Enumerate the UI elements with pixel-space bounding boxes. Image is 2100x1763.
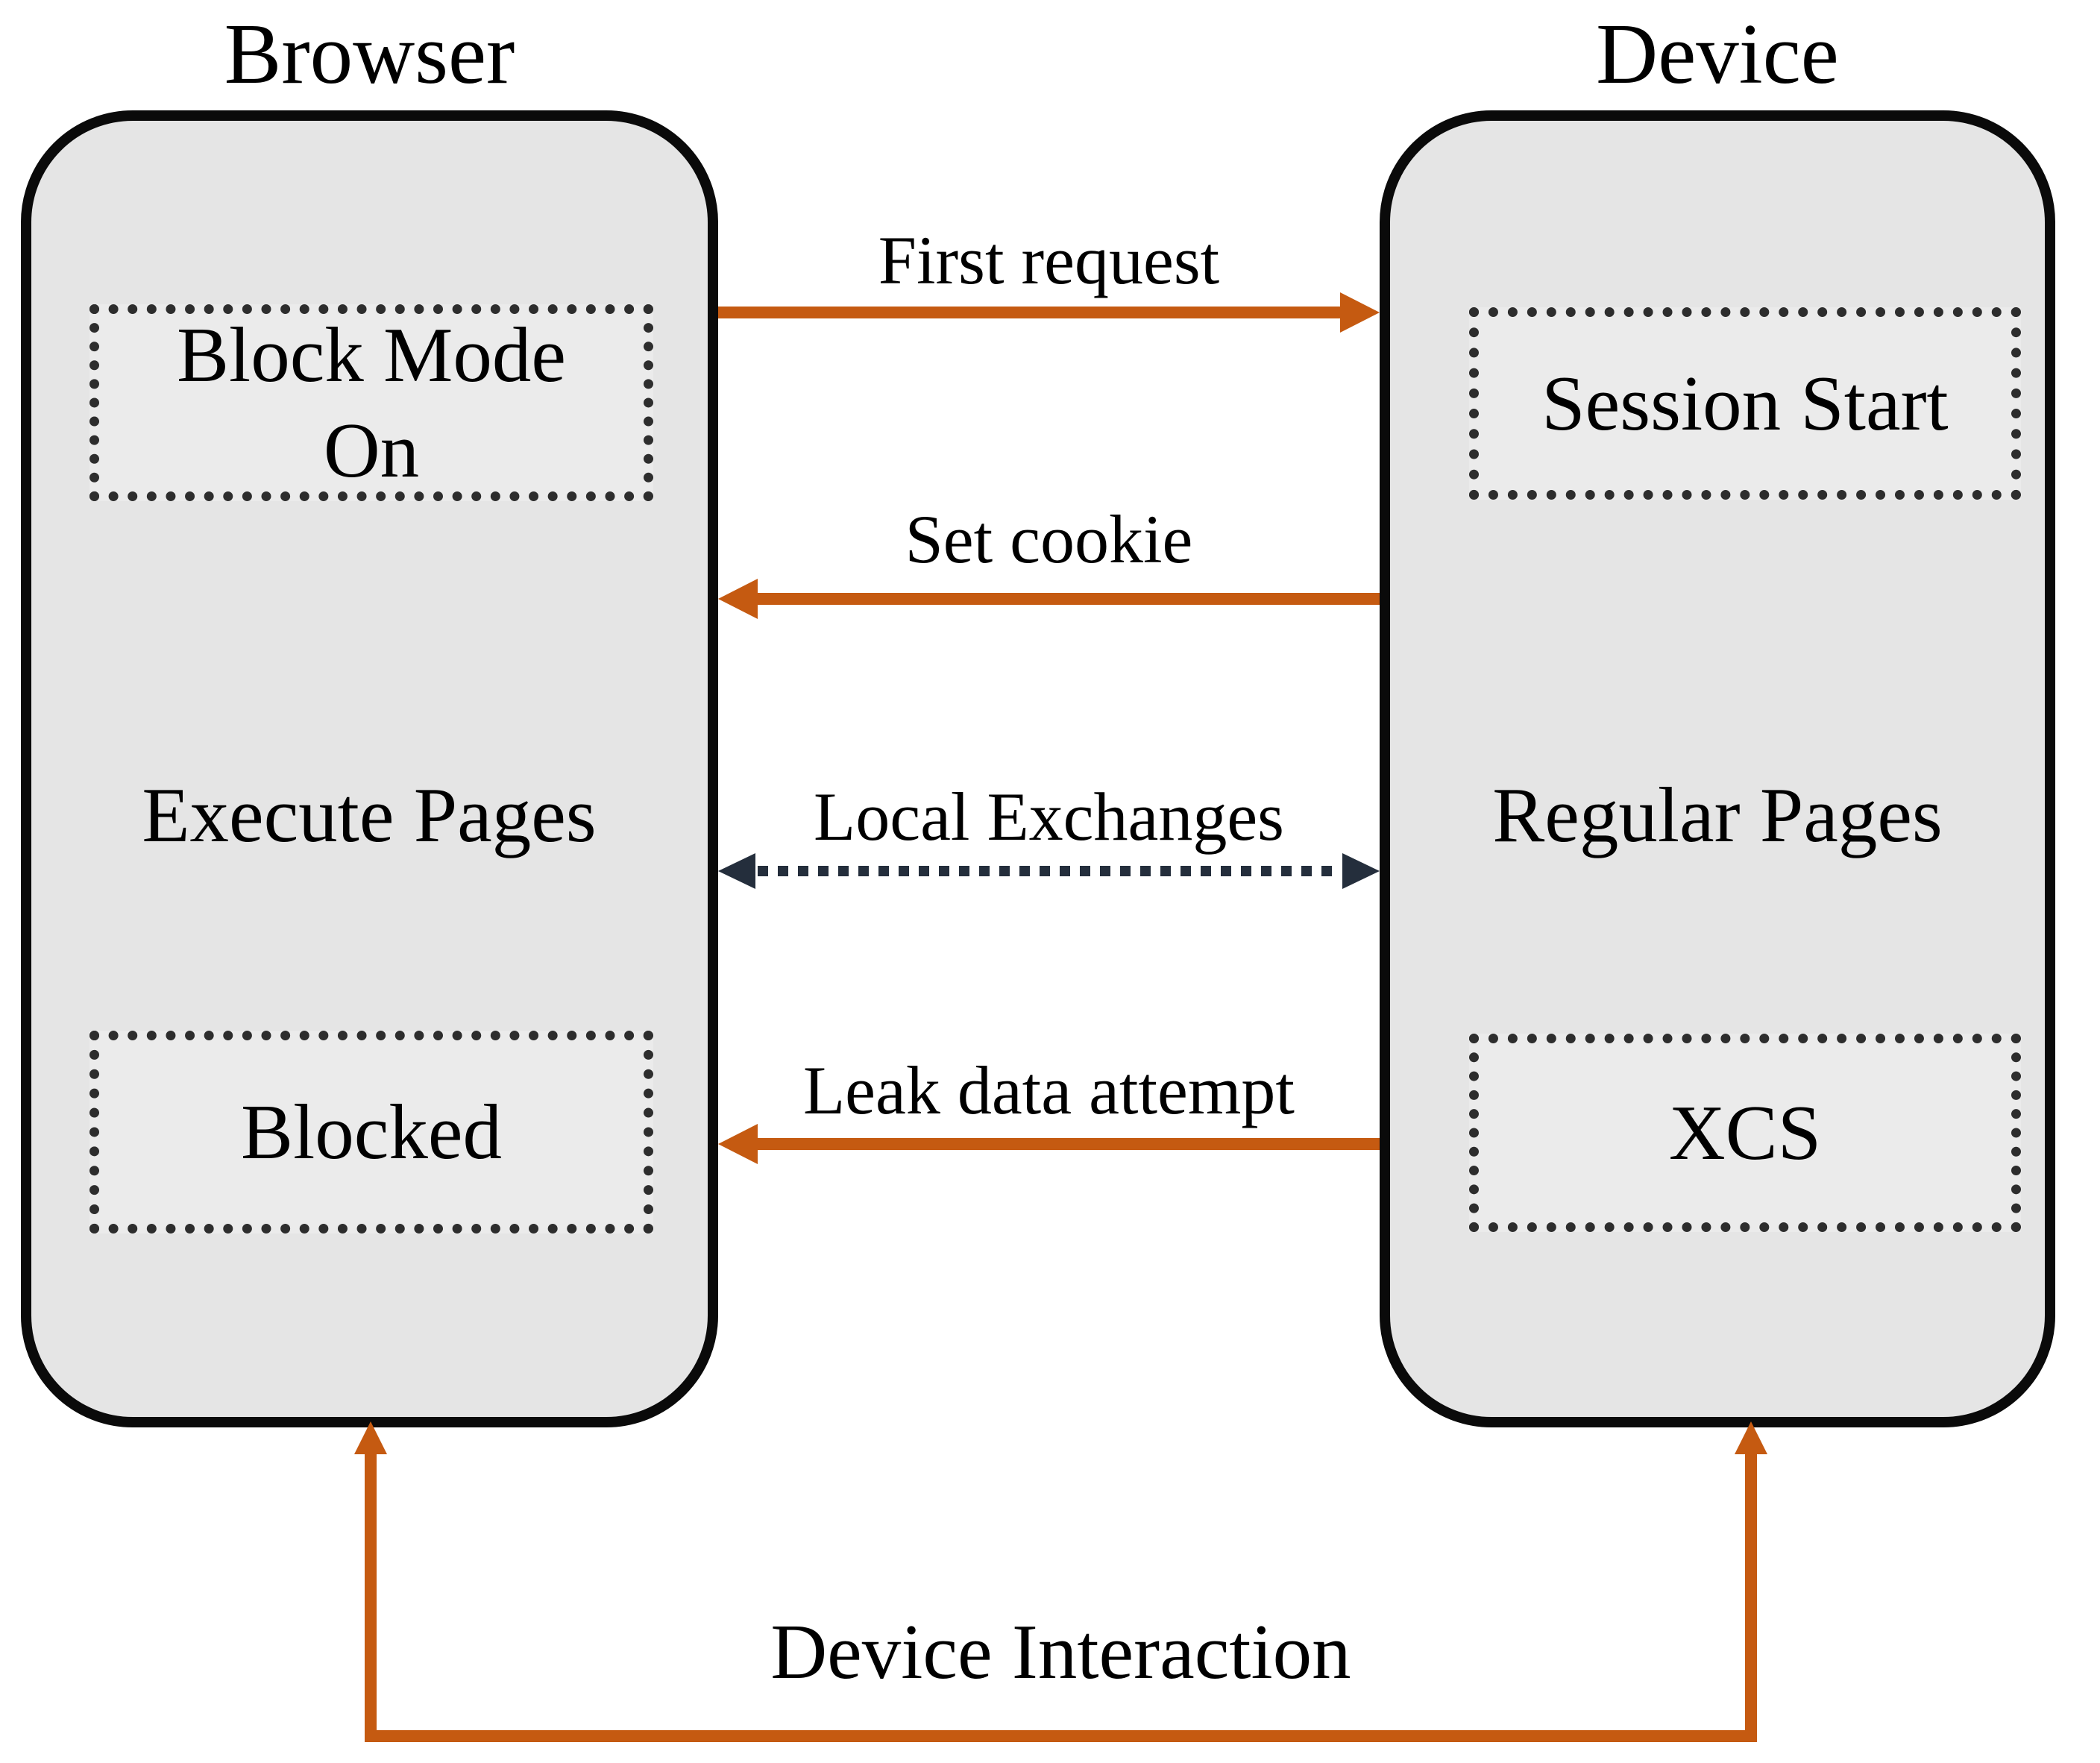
leak-data-attempt-label: Leak data attempt (802, 1052, 1295, 1128)
device-interaction-bottom-line (365, 1730, 1757, 1742)
xcs-label: XCS (1668, 1088, 1822, 1176)
dashed-arrowhead-right-icon (1342, 853, 1380, 889)
regular-pages-label: Regular Pages (1492, 771, 1943, 858)
arrowhead-left-icon (718, 579, 758, 619)
arrowhead-right-icon (1340, 292, 1380, 333)
set-cookie-arrow-line (757, 593, 1380, 605)
xcs-state-box: XCS (1469, 1034, 2021, 1232)
arrowhead-up-icon (354, 1421, 387, 1454)
local-exchanges-dashed-line (758, 866, 1339, 876)
block-mode-on-label-line1: Block Mode (176, 310, 567, 398)
leak-data-attempt-arrow-line (757, 1138, 1380, 1150)
local-exchanges-label: Local Exchanges (814, 779, 1284, 855)
browser-title: Browser (224, 7, 515, 101)
blocked-state-box: Blocked (89, 1031, 653, 1234)
device-title: Device (1596, 7, 1839, 101)
block-mode-on-label-line2: On (323, 406, 420, 494)
execute-pages-label: Execute Pages (142, 771, 597, 858)
device-interaction-label: Device Interaction (770, 1608, 1351, 1695)
device-interaction-left-line (365, 1453, 377, 1738)
session-start-state-box: Session Start (1469, 307, 2021, 500)
first-request-arrow-line (718, 307, 1342, 318)
first-request-label: First request (878, 222, 1220, 298)
set-cookie-label: Set cookie (905, 501, 1193, 577)
arrowhead-left-icon (718, 1124, 758, 1164)
blocked-label: Blocked (241, 1087, 502, 1175)
device-interaction-right-line (1745, 1453, 1757, 1738)
dashed-arrowhead-left-icon (718, 853, 755, 889)
arrowhead-up-icon (1735, 1421, 1767, 1454)
block-mode-on-state-box: Block Mode On (89, 304, 653, 501)
session-start-label: Session Start (1541, 359, 1949, 447)
